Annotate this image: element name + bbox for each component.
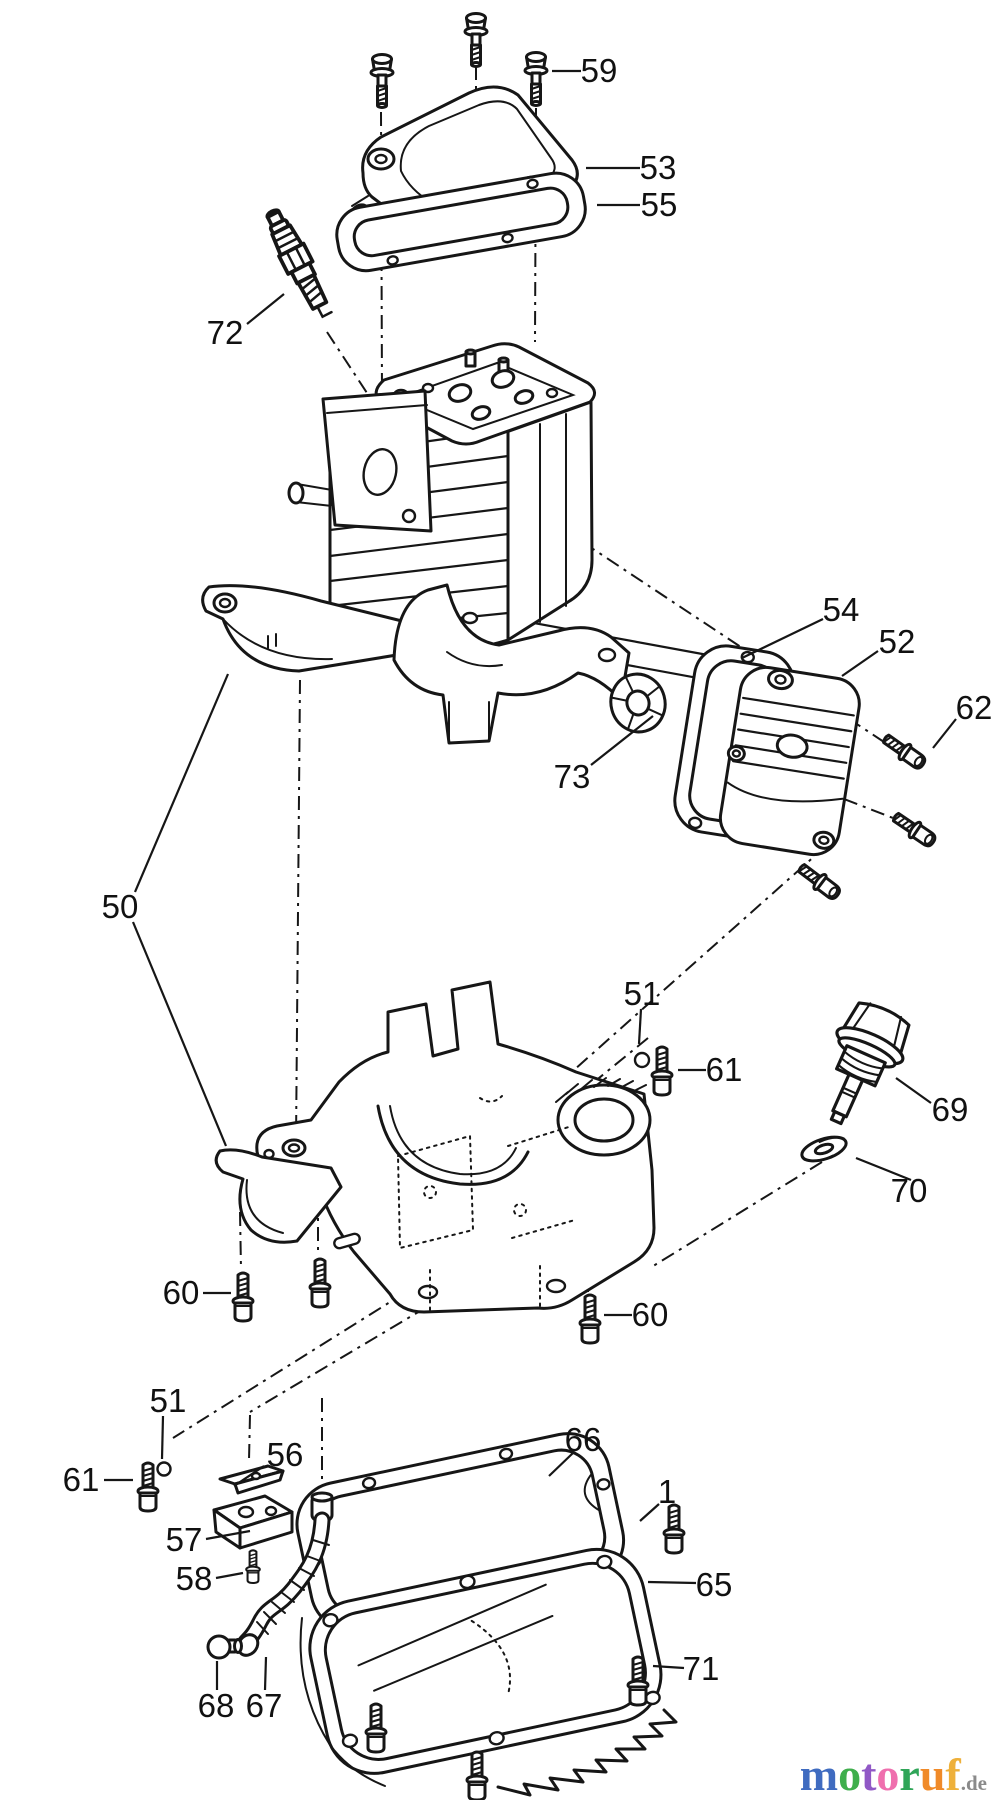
bolt-60-c [578,1293,602,1345]
screw-62-b [888,807,940,852]
callout-73-7-leader [590,715,654,766]
callout-51-15-leader [160,1415,165,1460]
cylinder-assembly-drawing [201,342,631,745]
callout-54-4-leader [741,618,824,659]
callout-51-15-label: 51 [150,1382,187,1419]
callout-50-8-label: 50 [102,888,139,925]
callout-57-18-label: 57 [166,1521,203,1558]
watermark-letter: f [945,1749,961,1800]
callout-56-17-label: 56 [267,1436,304,1473]
o-ring-51-upper [633,1051,651,1069]
callout-71-25-label: 71 [683,1650,720,1687]
nipple-68-drawing [206,1634,243,1660]
callout-53-1-label: 53 [640,149,677,186]
bolt-59-c [523,51,549,107]
o-ring-51-lower [156,1461,172,1477]
callout-70-12-label: 70 [891,1172,928,1209]
callout-71-25-leader [652,1664,685,1670]
oil-hose-drawing [236,1491,334,1657]
callout-66-22-label: 66 [565,1421,602,1458]
callout-52-5-leader [841,650,879,677]
watermark-letter: o [838,1749,862,1800]
screw-58 [245,1549,261,1584]
watermark-letter: m [799,1749,839,1800]
callout-56-17-leader [233,1465,265,1487]
callout-1-23-leader [639,1503,660,1522]
screw-62-a [878,729,930,774]
oil-cap-dipstick-drawing [829,1001,911,1126]
callout-54-4-label: 54 [823,591,860,628]
watermark-letter: r [899,1749,920,1800]
callout-58-19-leader [215,1571,244,1580]
callout-62-6-label: 62 [956,689,993,726]
callout-55-2-label: 55 [641,186,678,223]
watermark: motoruf.de [800,1752,987,1798]
watermark-letter: o [876,1749,900,1800]
watermark-letter: u [919,1749,946,1800]
oil-pan-drawing [299,1547,678,1797]
bolt-61-upper [650,1045,674,1097]
callout-58-19-label: 58 [176,1560,213,1597]
callout-69-11-leader [895,1077,932,1104]
spark-plug-drawing [265,208,333,319]
cover-gasket-drawing [335,171,587,273]
callout-50-8-leader [133,673,230,893]
callout-50-8-leader [131,921,228,1147]
bolt-61-lower [136,1461,160,1513]
crankcase-drawing [214,980,656,1314]
block-57-drawing [212,1494,294,1550]
callout-68-20-label: 68 [198,1687,235,1724]
callout-51-9-leader [637,1008,643,1045]
callout-61-10-label: 61 [706,1051,743,1088]
callout-1-23-label: 1 [658,1473,676,1510]
bolt-1 [662,1503,686,1555]
callout-57-18-leader [205,1529,251,1541]
callout-60-13-label: 60 [163,1274,200,1311]
watermark-letter: t [861,1749,877,1800]
bolt-60-b [308,1257,332,1309]
bolt-59-group [369,12,549,109]
callout-67-21-leader [263,1656,268,1691]
callout-66-22-leader [548,1452,574,1477]
callout-73-7-label: 73 [554,758,591,795]
callout-62-6-leader [932,718,957,749]
bolt-59-a [369,53,395,109]
washer-70-drawing [800,1135,848,1163]
callout-65-24-leader [647,1580,697,1585]
bolt-pan-b [465,1750,489,1800]
breather-cover-drawing [718,665,861,857]
callout-72-3-label: 72 [207,314,244,351]
bolt-60-a [231,1271,255,1323]
callout-70-12-leader [855,1156,912,1182]
callout-65-24-label: 65 [696,1566,733,1603]
callout-51-9-label: 51 [624,975,661,1012]
callout-72-3-leader [246,293,285,325]
callout-59-0-label: 59 [581,52,618,89]
screw-62-c [793,858,845,904]
bolt-59-b [463,12,489,68]
callout-61-16-label: 61 [63,1461,100,1498]
callout-52-5-label: 52 [879,623,916,660]
callout-67-21-label: 67 [246,1687,283,1724]
callout-60-14-label: 60 [632,1296,669,1333]
callout-69-11-label: 69 [932,1091,969,1128]
watermark-suffix: .de [960,1771,987,1795]
